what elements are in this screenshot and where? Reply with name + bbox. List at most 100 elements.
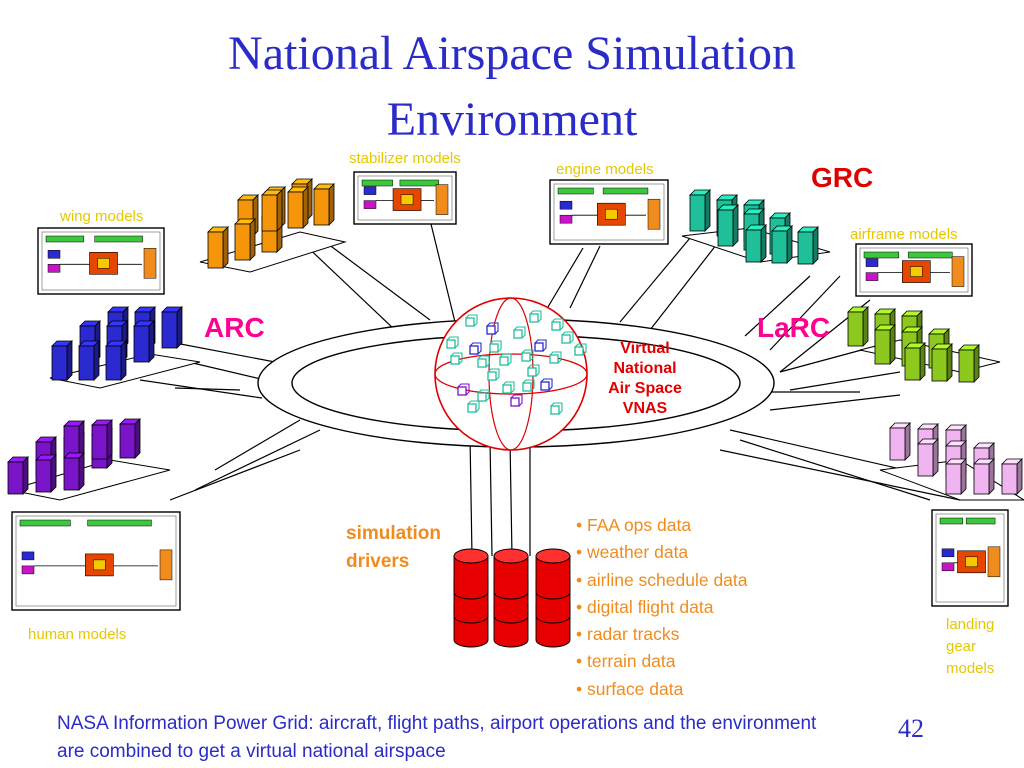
cube-edge: [561, 331, 574, 344]
computer-tower: [234, 218, 256, 261]
tower-front: [207, 231, 224, 269]
page-title-line-1: National Airspace Simulation: [228, 27, 796, 80]
globe-aircraft-cube: [522, 379, 535, 392]
cyl-top: [535, 548, 571, 564]
cube-face: [450, 355, 460, 365]
tower-side: [22, 456, 29, 495]
tower-side: [704, 189, 711, 232]
cube-face: [574, 346, 584, 356]
vnas-line-2: National: [613, 360, 677, 377]
vnas-line-4: VNAS: [622, 400, 668, 417]
link-line: [214, 419, 301, 471]
label-landing-gear-models: landing gear models: [946, 614, 994, 680]
tower-side: [862, 306, 869, 347]
globe-aircraft-cube: [446, 336, 459, 349]
screen-block: [21, 551, 35, 561]
tower-side: [760, 224, 767, 263]
cube-edge: [502, 381, 515, 394]
screen-toolbar: [87, 519, 152, 527]
screen-block: [941, 548, 955, 558]
screen-block: [865, 272, 879, 281]
tower-front: [161, 311, 178, 349]
computer-clusters: [7, 178, 1024, 501]
globe-aircraft-cube: [469, 342, 482, 355]
computer-tower: [745, 224, 767, 263]
tower-front: [1001, 463, 1018, 495]
link-line: [789, 371, 901, 391]
computer-tower: [771, 225, 793, 264]
cube-edge: [529, 310, 542, 323]
link-line: [169, 449, 301, 501]
tower-front: [234, 223, 251, 261]
computer-tower: [133, 320, 155, 363]
drivers-line-2: drivers: [346, 551, 410, 572]
globe-aircraft-cube: [529, 310, 542, 323]
cluster-base: [9, 459, 171, 501]
cube-face: [550, 405, 560, 415]
screen-block: [143, 248, 157, 279]
cube-face: [534, 342, 544, 352]
cube-edge: [477, 355, 490, 368]
airframe-model-screen: [855, 243, 973, 297]
cyl-top: [453, 548, 489, 564]
tower-side: [249, 218, 256, 261]
computer-tower: [51, 340, 73, 381]
tower-front: [717, 209, 734, 247]
computer-tower: [119, 418, 141, 459]
cube-edge: [540, 378, 553, 391]
label-landing-gear-line-2: gear: [946, 638, 977, 655]
computer-tower: [689, 189, 711, 232]
tower-front: [958, 349, 975, 383]
screen-block: [910, 266, 923, 277]
cube-edge: [499, 353, 512, 366]
cube-face: [510, 397, 520, 407]
tower-side: [134, 418, 141, 459]
link-line: [174, 387, 241, 391]
data-sources-list: • FAA ops data • weather data • airline …: [576, 512, 748, 703]
screen-toolbar: [361, 179, 393, 187]
globe-aircraft-cube: [502, 381, 515, 394]
screen-toolbar: [602, 187, 649, 195]
label-wing-models: wing models: [60, 208, 144, 225]
cube-face: [467, 403, 477, 413]
database-cylinder: [453, 548, 489, 600]
cube-face: [529, 313, 539, 323]
tower-side: [904, 422, 911, 461]
screen-block: [605, 208, 618, 220]
cube-face: [502, 384, 512, 394]
globe-aircraft-cube: [513, 326, 526, 339]
tower-side: [946, 343, 953, 382]
tower-front: [51, 345, 68, 381]
tower-front: [874, 329, 891, 365]
globe-aircraft-cube: [561, 331, 574, 344]
tower-front: [261, 194, 278, 232]
cube-edge: [574, 343, 587, 356]
cube-edge: [510, 394, 523, 407]
link-line: [469, 435, 473, 557]
tower-side: [66, 340, 73, 381]
screen-block: [363, 186, 377, 195]
cube-face: [486, 325, 496, 335]
globe-aircraft-cube: [521, 349, 534, 362]
link-line: [769, 275, 841, 351]
screen-toolbar: [557, 187, 594, 195]
link-line: [769, 394, 901, 411]
cube-face: [561, 334, 571, 344]
screen-toolbar: [907, 251, 953, 259]
globe-outline: [434, 297, 588, 451]
cube-face: [499, 356, 509, 366]
footer-caption: NASA Information Power Grid: aircraft, f…: [57, 710, 816, 766]
cube-edge: [534, 339, 547, 352]
cube-edge: [527, 364, 540, 377]
simulation-drivers-label: simulation drivers: [346, 520, 441, 576]
label-landing-gear-line-1: landing: [946, 616, 995, 633]
screen-toolbar: [863, 251, 900, 259]
computer-tower: [35, 454, 57, 493]
screen-toolbar: [399, 179, 439, 187]
link-line: [739, 439, 931, 501]
globe-aircraft-cube: [574, 343, 587, 356]
tower-front: [797, 231, 814, 265]
link-line: [299, 239, 396, 331]
computer-tower: [973, 458, 995, 495]
tower-side: [148, 320, 155, 363]
